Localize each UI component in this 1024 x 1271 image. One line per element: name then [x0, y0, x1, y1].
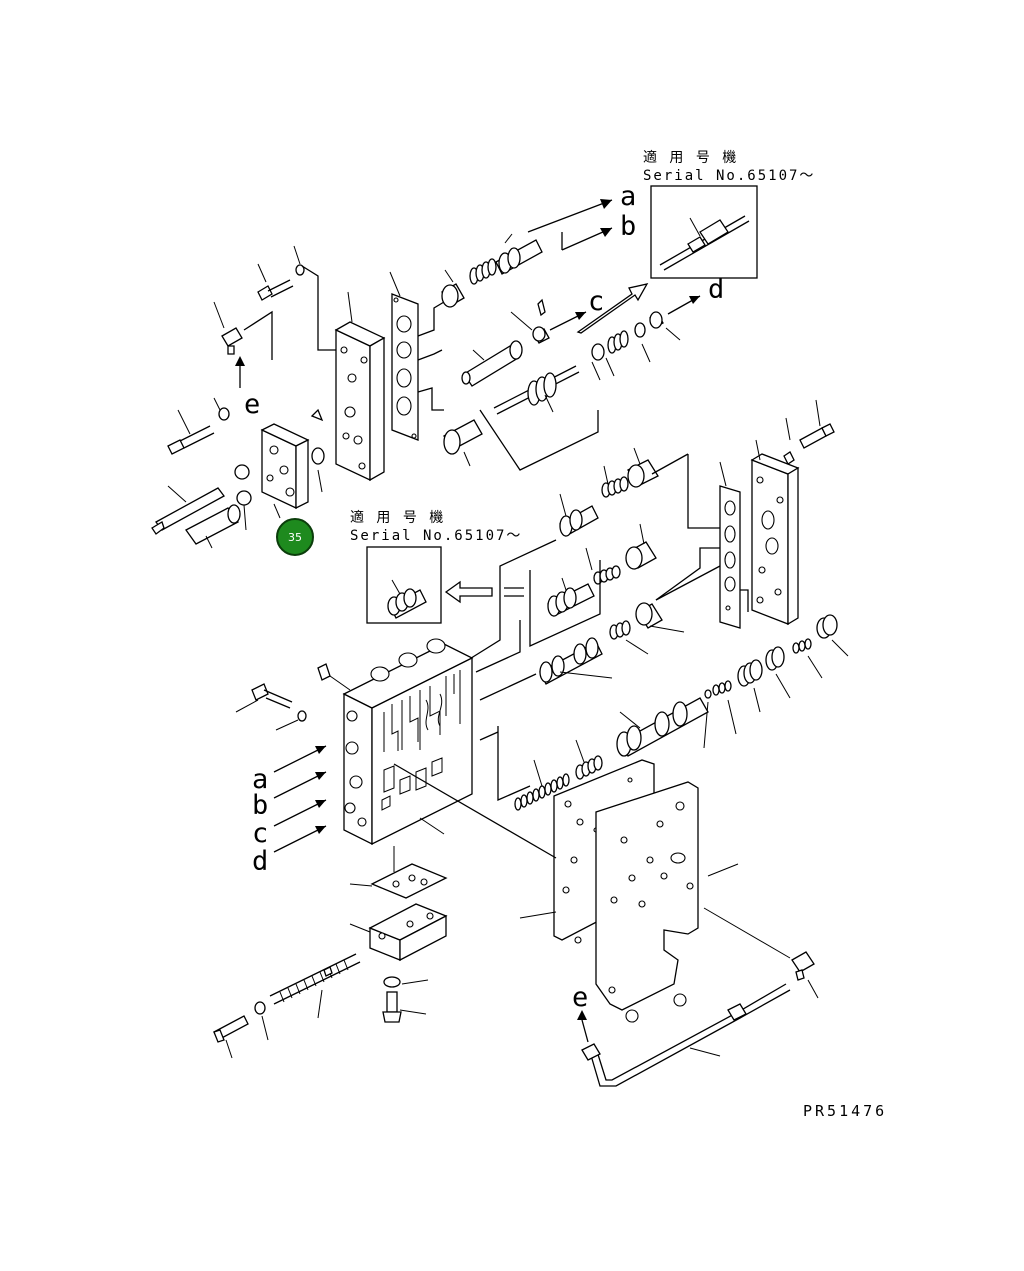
- label-b-lower: b: [252, 790, 268, 821]
- upper-gasket: [389, 271, 445, 441]
- callout-circle: [276, 518, 314, 556]
- nut-a: [234, 464, 250, 480]
- oil-pipe: [581, 983, 791, 1087]
- upper-valve-body: [301, 265, 386, 482]
- right-cover-bolt: [783, 399, 835, 465]
- nut-lower: [254, 1001, 266, 1015]
- arrow-a-top: [600, 199, 612, 209]
- hose-link-upper: [243, 310, 273, 360]
- note-top-line1: 適 用 号 機: [643, 149, 738, 166]
- cover-block-small: [260, 423, 310, 519]
- plug-c: c: [510, 286, 604, 344]
- cap-mid: [443, 419, 483, 467]
- spring-short: [575, 739, 603, 780]
- label-c-lower: c: [252, 818, 268, 849]
- note-lower-line1: 適 用 号 機: [350, 509, 445, 526]
- spring-d-row: d: [591, 274, 724, 361]
- top-spool-row: a b c: [441, 181, 724, 471]
- label-d-lower: d: [252, 846, 268, 877]
- middle-spool-row: [559, 447, 689, 585]
- small-valve-block: [349, 903, 448, 962]
- small-gasket: [370, 863, 448, 899]
- arrow-b-top: [600, 228, 612, 237]
- spool-mid: [493, 365, 580, 415]
- separator-plate: [595, 781, 791, 1023]
- applicable-serial-note-lower: 適 用 号 機 Serial No.65107～: [350, 509, 524, 624]
- bolt-left: [167, 397, 230, 455]
- spool-lower-variant: [467, 539, 601, 673]
- washer-lower: [383, 976, 401, 988]
- label-a-lower: a: [252, 764, 268, 795]
- inlet-arrows: a b c d: [252, 745, 327, 877]
- label-e-upper: e: [244, 389, 260, 420]
- note-top-frame: [650, 185, 758, 279]
- lever-pin: [213, 1015, 249, 1059]
- pin-small: [310, 408, 324, 422]
- elbow-fitting-lower: [791, 951, 819, 999]
- label-a-top: a: [620, 181, 636, 212]
- o-ring-left: [311, 447, 325, 465]
- bolt-upper: [257, 245, 305, 301]
- note-top-line2: Serial No.65107～: [643, 168, 815, 184]
- main-body-hardware: [235, 663, 351, 731]
- spring-top: [469, 258, 497, 285]
- return-arrow-e: e: [572, 982, 589, 1043]
- bolt-main: [235, 683, 293, 713]
- bracket-spool-mid: [479, 409, 599, 471]
- spool-detail-lower: [387, 579, 427, 619]
- spool-detail-top: [659, 215, 750, 271]
- callout-number: 35: [288, 531, 302, 544]
- callout-35: 35: [276, 518, 314, 556]
- pin-main: [317, 663, 331, 681]
- note-lower-line2: Serial No.65107～: [350, 528, 522, 544]
- sleeve: [185, 504, 241, 549]
- label-c-top: c: [588, 286, 604, 317]
- arrow-to-note-top: [576, 283, 649, 334]
- label-b-top: b: [620, 211, 636, 242]
- valve-left: [461, 340, 523, 387]
- note-lower-frame: [366, 546, 442, 624]
- lower-small-parts: [213, 846, 448, 1059]
- right-gasket: [655, 454, 749, 629]
- spring-long: [514, 759, 570, 811]
- drawing-code: PR51476: [803, 1102, 887, 1120]
- right-cover-plate: [750, 439, 800, 626]
- applicable-serial-note-top: 適 用 号 機 Serial No.65107～: [643, 149, 815, 279]
- leader-body-upper: [301, 265, 338, 351]
- main-spool-rows: [479, 565, 849, 811]
- stud-rod: [151, 485, 225, 535]
- long-stud: [269, 953, 361, 1019]
- nut-b: [236, 490, 252, 506]
- left-upper-parts: e: [151, 245, 325, 556]
- elbow-fitting-upper: [213, 301, 245, 388]
- bolt-lower: [382, 991, 427, 1023]
- label-e-lower: e: [572, 982, 588, 1013]
- washer-main: [297, 710, 307, 722]
- main-valve-body: [342, 638, 474, 846]
- cap-top: [441, 269, 465, 308]
- label-d-top: d: [708, 274, 724, 305]
- arrow-to-note-lower: [444, 580, 493, 604]
